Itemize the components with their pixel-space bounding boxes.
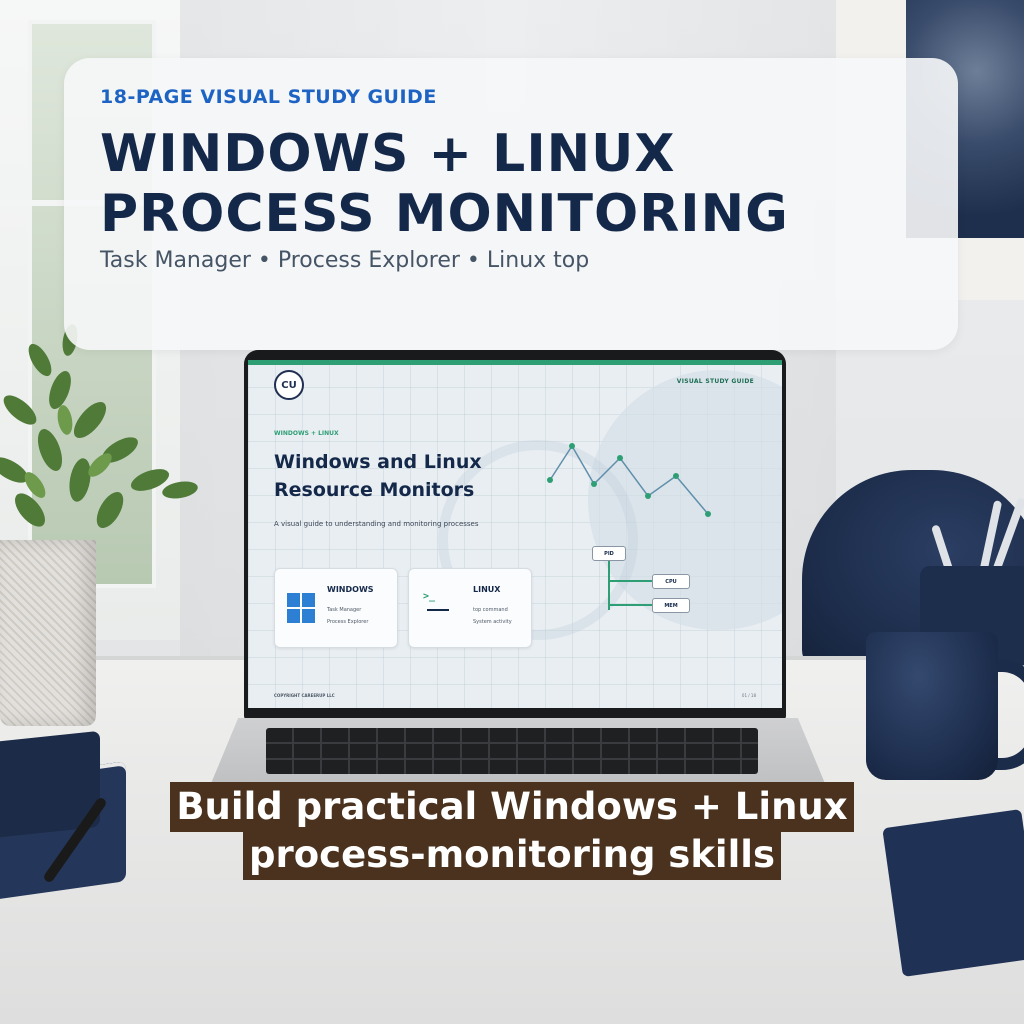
careerup-logo: CU xyxy=(274,370,304,400)
slide-subtitle: A visual guide to understanding and moni… xyxy=(274,520,479,528)
slide-accent-bar xyxy=(248,360,782,365)
slide-title: Windows and Linux Resource Monitors xyxy=(274,448,482,504)
terminal-icon: >_ xyxy=(423,591,436,602)
slide-title-line2: Resource Monitors xyxy=(274,479,475,501)
caption-line1: Build practical Windows + Linux xyxy=(170,782,854,832)
tree-connector xyxy=(608,580,652,582)
tree-node-child: MEM xyxy=(652,598,690,613)
plant-pot xyxy=(0,540,96,726)
card-line: Task Manager xyxy=(327,607,362,613)
guide-eyebrow: 18-PAGE VISUAL STUDY GUIDE xyxy=(100,86,437,108)
card-title: LINUX xyxy=(473,585,501,594)
card-title: WINDOWS xyxy=(327,585,374,594)
caption: Build practical Windows + Linux process-… xyxy=(0,782,1024,880)
slide-tag: VISUAL STUDY GUIDE xyxy=(676,378,754,385)
slide-eyebrow: WINDOWS + LINUX xyxy=(274,430,339,437)
tree-node-child: CPU xyxy=(652,574,690,589)
header-card xyxy=(64,58,958,350)
tree-node-root: PID xyxy=(592,546,626,561)
card-line: System activity xyxy=(473,619,512,625)
terminal-underline xyxy=(427,609,449,611)
card-line: Process Explorer xyxy=(327,619,369,625)
linux-card: >_ LINUX top command System activity xyxy=(408,568,532,648)
windows-card: WINDOWS Task Manager Process Explorer xyxy=(274,568,398,648)
watermark-logo xyxy=(438,440,638,640)
windows-logo-icon xyxy=(287,593,315,623)
subtitle: Task Manager • Process Explorer • Linux … xyxy=(100,248,590,273)
slide-copyright: COPYRIGHT CAREERUP LLC xyxy=(274,693,335,698)
tree-connector xyxy=(608,604,652,606)
slide-page-number: 01 / 18 xyxy=(741,693,756,698)
laptop-screen: CU VISUAL STUDY GUIDE WINDOWS + LINUX Wi… xyxy=(248,360,782,708)
title-line2: PROCESS MONITORING xyxy=(100,184,789,244)
title-line1: WINDOWS + LINUX xyxy=(100,124,676,184)
caption-line2: process-monitoring skills xyxy=(242,830,782,880)
trend-line-icon xyxy=(547,443,711,517)
slide-title-line1: Windows and Linux xyxy=(274,451,482,473)
mug-handle xyxy=(990,660,1024,770)
laptop-keyboard xyxy=(266,728,758,774)
coffee-mug xyxy=(866,632,998,780)
tree-connector xyxy=(608,558,610,610)
card-line: top command xyxy=(473,607,508,613)
